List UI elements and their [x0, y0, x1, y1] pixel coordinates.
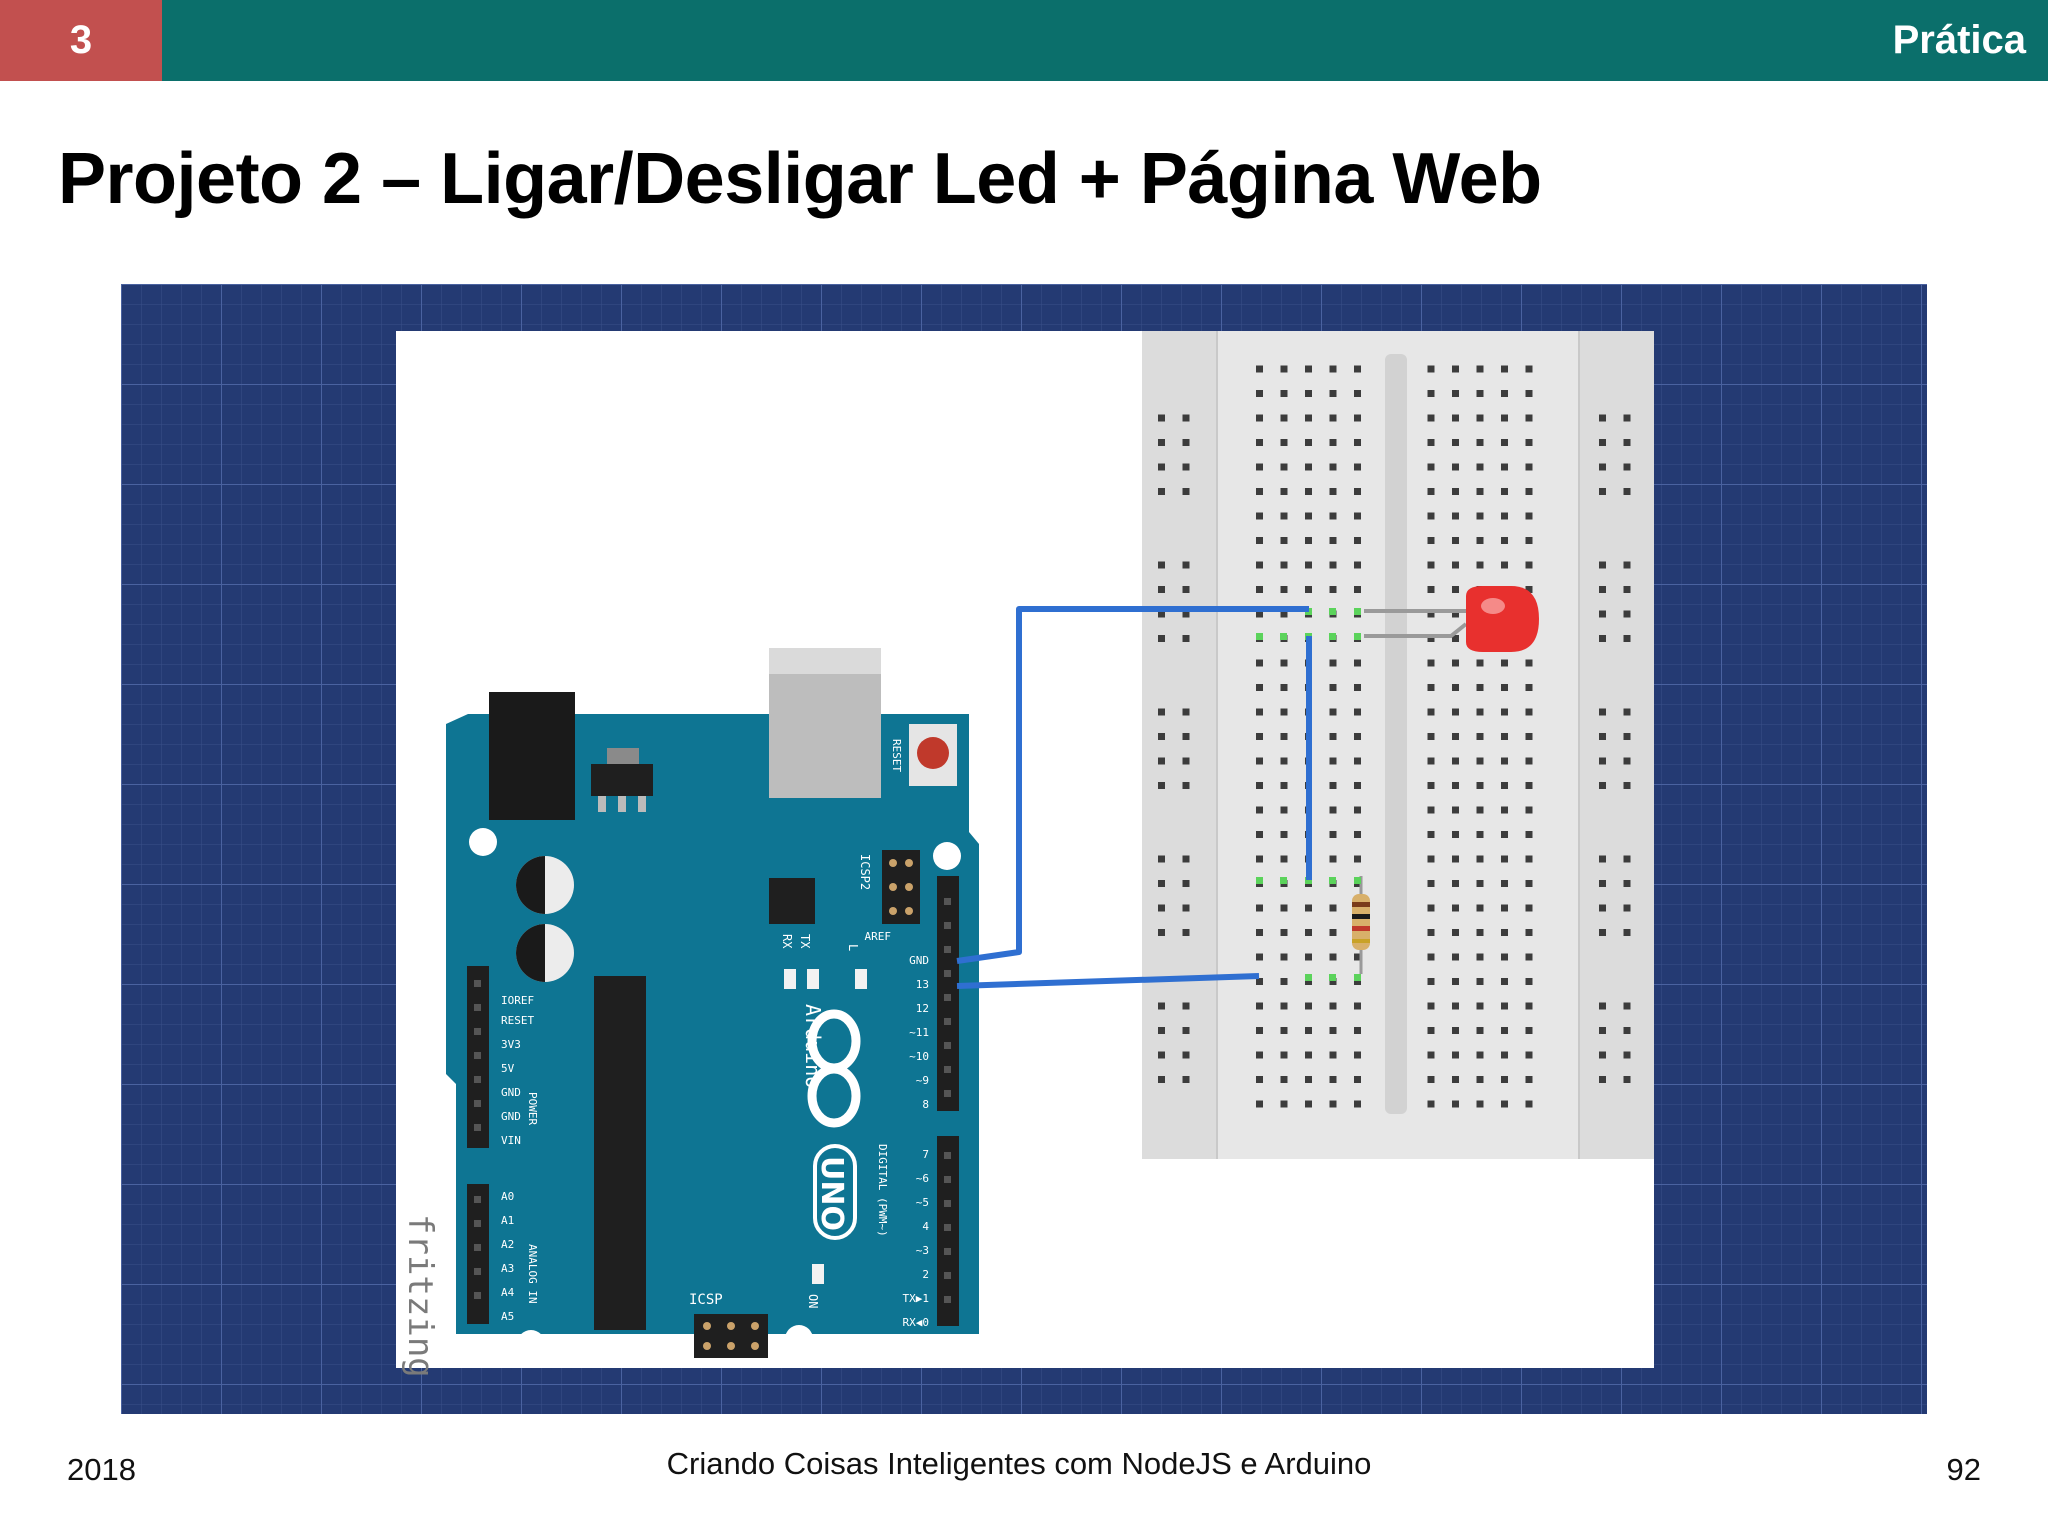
pin-label-reset: RESET [501, 1014, 534, 1027]
uno-logo-text: UNO [814, 1156, 849, 1231]
pin-label-gnd-2: GND [501, 1110, 521, 1123]
pin-label-2: 2 [922, 1268, 929, 1281]
rx-label: RX [780, 934, 794, 949]
pin-label-a0: A0 [501, 1190, 514, 1203]
wire-gnd-to-led [956, 606, 1309, 964]
circuit-figure: RESET ICSP2 ICSP TX RX L ON [121, 284, 1927, 1414]
pin-label-a5: A5 [501, 1310, 514, 1323]
pin-label-6: ~6 [916, 1172, 929, 1185]
footer-year: 2018 [67, 1452, 136, 1487]
pin-label-vin: VIN [501, 1134, 521, 1147]
pin-label-gnd-1: GND [501, 1086, 521, 1099]
pin-label-4: 4 [922, 1220, 929, 1233]
pin-label-aref: AREF [865, 930, 892, 943]
wires [956, 606, 1312, 989]
pin-label-3: ~3 [916, 1244, 929, 1257]
icsp-label: ICSP [689, 1292, 723, 1308]
pin-label-a4: A4 [501, 1286, 515, 1299]
l-label: L [846, 944, 860, 951]
tx-label: TX [798, 934, 812, 949]
microcontroller-chip [594, 976, 646, 1330]
pin-label-7: 7 [922, 1148, 929, 1161]
pin-label-1: TX▶1 [903, 1292, 930, 1305]
breadboard [1142, 331, 1654, 1159]
pin-label-a1: A1 [501, 1214, 514, 1227]
footer-title: Criando Coisas Inteligentes com NodeJS e… [666, 1446, 1372, 1481]
icsp2-label: ICSP2 [858, 854, 872, 890]
power-section-label: POWER [526, 1092, 539, 1125]
reset-label: RESET [890, 739, 903, 772]
pin-label-gnd: GND [909, 954, 929, 967]
pin-label-a2: A2 [501, 1238, 514, 1251]
pin-label-a3: A3 [501, 1262, 514, 1275]
resistor [1352, 876, 1370, 974]
arduino-logo [807, 1009, 861, 1128]
arduino-uno-board: RESET ICSP2 ICSP TX RX L ON [446, 648, 979, 1358]
power-jack [489, 692, 575, 820]
pin-label-13: 13 [916, 978, 929, 991]
pin-label-0: RX◀0 [903, 1316, 930, 1329]
analog-header [467, 1184, 489, 1324]
section-number: 3 [0, 0, 162, 81]
top-bar: 3 Prática [0, 0, 2048, 81]
arduino-brand-text: Arduino [801, 1004, 825, 1088]
pin-label-5v: 5V [501, 1062, 515, 1075]
wire-13-to-resistor [956, 973, 1260, 989]
slide-title: Projeto 2 – Ligar/Desligar Led + Página … [58, 139, 1542, 219]
pin-label-3v3: 3V3 [501, 1038, 521, 1051]
pin-label-5: ~5 [916, 1196, 929, 1209]
pin-label-9: ~9 [916, 1074, 929, 1087]
pin-label-ioref: IOREF [501, 994, 534, 1007]
pin-label-8: 8 [922, 1098, 929, 1111]
pin-label-12: 12 [916, 1002, 929, 1015]
digital-header-high [937, 876, 959, 1111]
led [1364, 586, 1539, 652]
page-number: 92 [1946, 1452, 1981, 1487]
pin-label-11: ~11 [909, 1026, 929, 1039]
section-name: Prática [1892, 18, 2026, 62]
pin-label-10: ~10 [909, 1050, 929, 1063]
digital-section-label: DIGITAL (PWM~) [876, 1144, 889, 1237]
on-label: ON [806, 1294, 820, 1308]
fritzing-watermark: fritzing [400, 1214, 440, 1378]
analog-section-label: ANALOG IN [526, 1244, 539, 1304]
